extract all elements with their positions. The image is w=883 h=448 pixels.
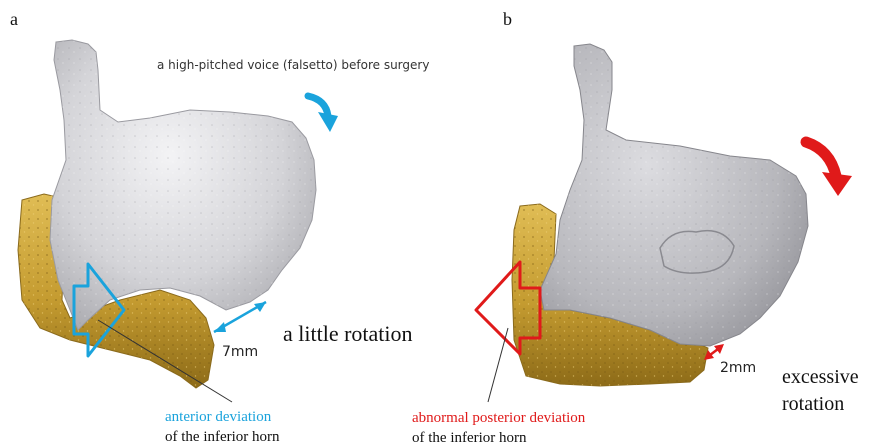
thyroid-cartilage-b [540, 44, 808, 346]
distance-label-2mm: 2mm [720, 361, 756, 375]
thyroid-cartilage-a [50, 40, 316, 330]
panel-b-model [476, 44, 852, 402]
panel-a-label: a [10, 10, 18, 28]
distance-label-7mm: 7mm [222, 345, 258, 359]
excessive-rotation-label-line1: excessive [782, 367, 859, 387]
falsetto-caption: a high-pitched voice (falsetto) before s… [157, 59, 429, 71]
little-rotation-label: a little rotation [283, 323, 413, 345]
curved-arrow-clockwise-small-blue-icon [308, 96, 338, 132]
anterior-deviation-label: anterior deviation [165, 410, 271, 425]
curved-arrow-clockwise-large-red-icon [806, 142, 852, 196]
posterior-deviation-sublabel: of the inferior horn [412, 431, 527, 446]
panel-b-label: b [503, 10, 512, 28]
panel-a-model [18, 40, 338, 402]
leader-line-b [488, 328, 508, 402]
excessive-rotation-label-line2: rotation [782, 394, 844, 414]
anterior-deviation-sublabel: of the inferior horn [165, 430, 280, 445]
posterior-deviation-label: abnormal posterior deviation [412, 411, 585, 426]
